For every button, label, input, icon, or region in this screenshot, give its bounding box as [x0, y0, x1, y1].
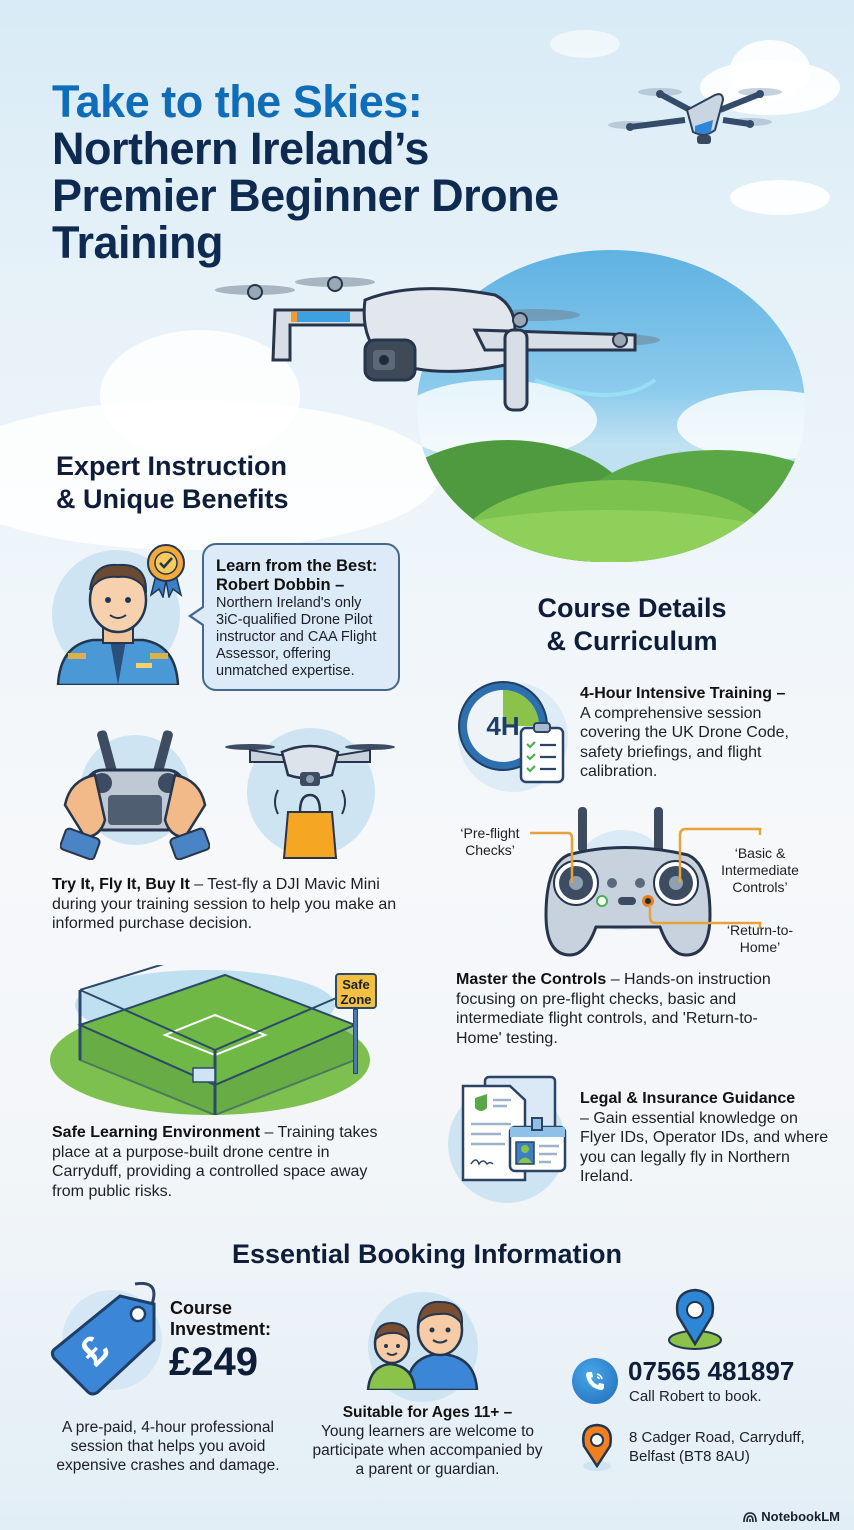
title-line-4: Training — [52, 217, 224, 268]
instructor-speech-bubble: Learn from the Best: Robert Dobbin – Nor… — [188, 543, 400, 691]
legal-documents-id-icon — [461, 1075, 567, 1182]
legal-guidance-description: – Gain essential knowledge on Flyer IDs,… — [580, 1109, 829, 1186]
cloud-decoration — [730, 180, 830, 215]
callout-lines — [530, 827, 762, 929]
title-line-1: Take to the Skies: — [52, 76, 423, 127]
map-location-pin-icon — [668, 1288, 722, 1350]
ages-text: Suitable for Ages 11+ – Young learners a… — [310, 1403, 545, 1479]
four-hour-clock-icon: 4H — [458, 681, 565, 784]
section-heading-booking: Essential Booking Information — [231, 1239, 623, 1269]
title-line-3: Premier Beginner Drone — [52, 170, 559, 221]
address-pin-icon — [582, 1423, 612, 1471]
hands-controller-icon — [60, 730, 210, 860]
address-text: 8 Cadger Road, Carryduff, Belfast (BT8 8… — [629, 1428, 805, 1466]
heading-line-1: Course Details — [537, 593, 727, 623]
investment-label-line-2: Investment: — [170, 1319, 272, 1339]
page-title: Take to the Skies: Northern Ireland’s Pr… — [52, 78, 752, 266]
notebooklm-logo-icon — [743, 1511, 758, 1522]
section-heading-course: Course Details & Curriculum — [440, 592, 824, 658]
section-heading-benefits: Expert Instruction & Unique Benefits — [56, 450, 289, 516]
phone-caption: Call Robert to book. — [629, 1388, 762, 1405]
award-badge-icon — [147, 544, 185, 598]
ages-description: Young learners are welcome to participat… — [312, 1423, 543, 1478]
notebooklm-brand: NotebookLM — [743, 1509, 840, 1524]
safe-environment-title: Safe Learning Environment — [52, 1124, 261, 1141]
master-controls-text: Master the Controls – Hands-on instructi… — [456, 970, 801, 1048]
clock-label: 4H — [486, 711, 519, 741]
try-fly-buy-title: Try It, Fly It, Buy It — [52, 876, 190, 893]
sign-post — [353, 1009, 358, 1074]
title-line-2: Northern Ireland’s — [52, 123, 429, 174]
legal-guidance-title: Legal & Insurance Guidance — [580, 1090, 796, 1107]
remote-controller-icon — [544, 807, 712, 957]
safe-zone-sign: Safe Zone — [335, 973, 377, 1009]
price-tag-icon: £ — [50, 1282, 156, 1396]
heading-line-2: & Unique Benefits — [56, 484, 289, 514]
callout-preflight-checks: ‘Pre-flight Checks’ — [460, 825, 520, 858]
callout-basic-intermediate: ‘Basic & Intermediate Controls’ — [721, 845, 799, 895]
heading-line-1: Expert Instruction — [56, 451, 288, 481]
instructor-title-2: Robert Dobbin – — [216, 576, 345, 594]
ages-title: Suitable for Ages 11+ – — [342, 1404, 513, 1421]
intensive-training-text: 4-Hour Intensive Training – A comprehens… — [580, 684, 820, 782]
course-investment-label: Course Investment: — [170, 1298, 271, 1340]
heading-line-2: & Curriculum — [546, 626, 718, 656]
investment-label-line-1: Course — [170, 1298, 233, 1318]
cloud-decoration — [550, 30, 620, 58]
address-line-1: 8 Cadger Road, Carryduff, — [629, 1429, 805, 1446]
price-description: A pre-paid, 4-hour professional session … — [56, 1419, 280, 1474]
try-fly-buy-description: – Test-fly a DJI Mavic Mini during your … — [52, 876, 397, 932]
safe-environment-text: Safe Learning Environment – Training tak… — [52, 1123, 402, 1201]
cloud-decoration — [100, 330, 300, 460]
brand-label: NotebookLM — [761, 1509, 840, 1524]
master-controls-description: – Hands-on instruction focusing on pre-f… — [456, 971, 771, 1047]
sign-line-1: Safe — [342, 977, 370, 992]
main-drone-icon — [215, 276, 660, 412]
safe-environment-description: – Training takes place at a purpose-buil… — [52, 1124, 378, 1200]
callout-return-to-home: ‘Return-to-Home’ — [726, 922, 794, 955]
legal-guidance-text: Legal & Insurance Guidance – Gain essent… — [580, 1089, 830, 1187]
instructor-avatar-icon — [56, 563, 180, 685]
intensive-training-title: 4-Hour Intensive Training – — [580, 685, 786, 702]
course-price: £249 — [169, 1340, 258, 1384]
intensive-training-description: A comprehensive session covering the UK … — [580, 704, 789, 781]
small-drone-icon — [608, 88, 782, 144]
address-line-2: Belfast (BT8 8AU) — [629, 1448, 750, 1465]
phone-number-link[interactable]: 07565 481897 — [628, 1356, 795, 1386]
phone-handset-icon — [586, 1372, 604, 1390]
master-controls-title: Master the Controls — [456, 971, 607, 988]
phone-icon[interactable] — [572, 1358, 618, 1404]
drone-shopping-bag-icon — [225, 744, 395, 859]
sign-line-2: Zone — [340, 992, 372, 1007]
parent-child-icon — [366, 1300, 479, 1390]
instructor-description: Northern Ireland's only 3iC-qualified Dr… — [216, 595, 377, 679]
fenced-drone-cage-icon — [50, 965, 370, 1115]
instructor-title-1: Learn from the Best: — [216, 557, 378, 575]
try-fly-buy-text: Try It, Fly It, Buy It – Test-fly a DJI … — [52, 875, 407, 934]
